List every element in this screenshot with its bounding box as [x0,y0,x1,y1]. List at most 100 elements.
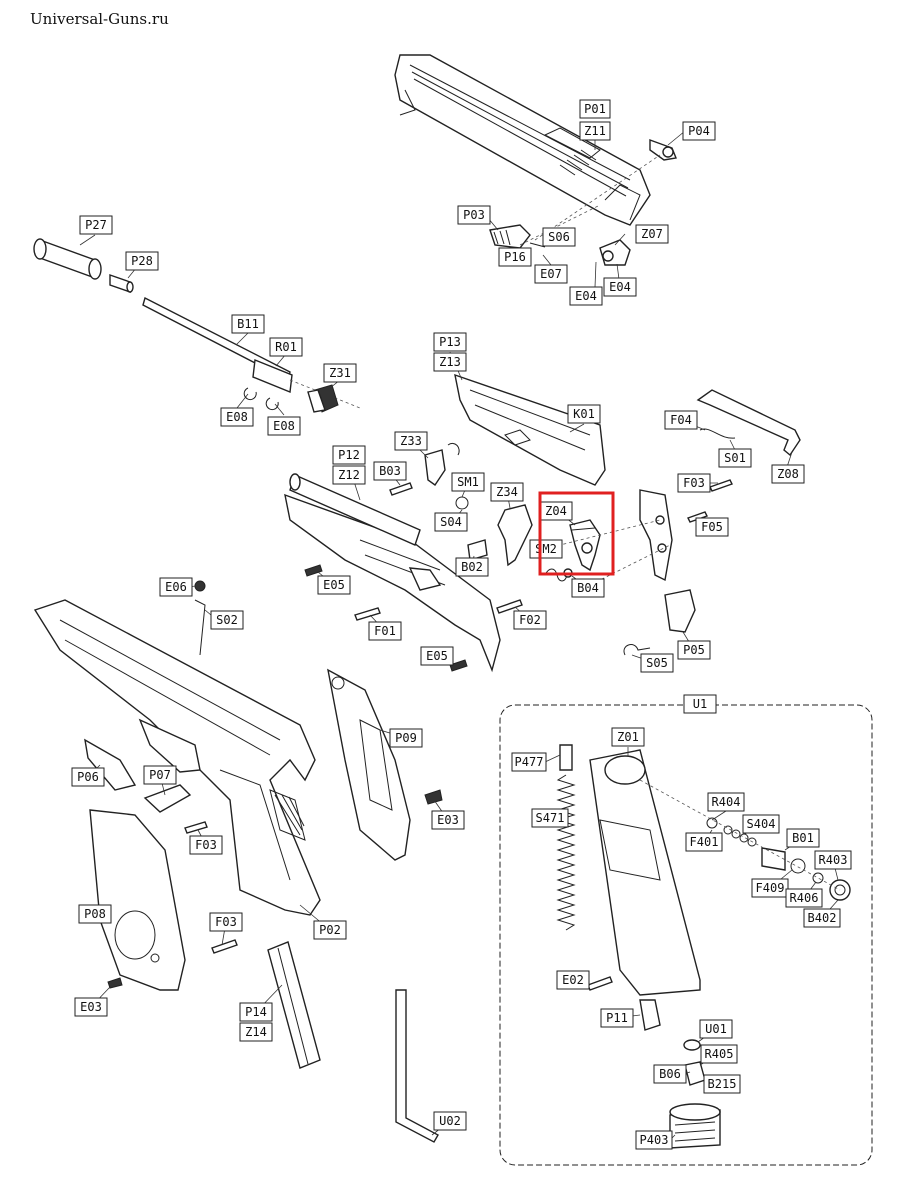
label-p09: P09 [389,728,423,748]
label-sm1: SM1 [451,472,485,492]
z07-part [599,239,631,266]
label-p28: P28 [125,251,159,271]
label-z08: Z08 [771,464,805,484]
label-b11: B11 [231,314,265,334]
svg-text:Z34: Z34 [496,485,518,499]
svg-text:F03: F03 [683,476,705,490]
b06-part [684,1061,706,1086]
barrel-assembly [33,238,361,409]
f03-pin-b [184,821,208,834]
label-b04: B04 [571,578,605,598]
label-z12: Z12 [332,465,366,485]
svg-text:E03: E03 [80,1000,102,1014]
svg-text:R01: R01 [275,340,297,354]
label-p11: P11 [600,1008,634,1028]
svg-text:B02: B02 [461,560,483,574]
svg-text:F409: F409 [756,881,785,895]
label-u02: U02 [433,1111,467,1131]
hex-key [395,989,439,1143]
label-z14: Z14 [239,1022,273,1042]
svg-text:Z04: Z04 [545,504,567,518]
svg-text:P28: P28 [131,254,153,268]
svg-text:B06: B06 [659,1067,681,1081]
f03-pin-a [709,479,733,492]
label-z11: Z11 [579,121,611,141]
label-f03a: F03 [677,473,711,493]
svg-text:Z07: Z07 [641,227,663,241]
e03-screw-b [107,977,123,989]
label-r405: R405 [700,1044,738,1064]
label-p03: P03 [457,205,491,225]
svg-text:E07: E07 [540,267,562,281]
grip-left [89,809,186,991]
label-p04: P04 [682,121,716,141]
label-e03a: E03 [431,810,465,830]
svg-text:E06: E06 [165,580,187,594]
z31-part [307,384,339,413]
e03-screw-a [424,789,443,805]
svg-text:P07: P07 [149,768,171,782]
svg-text:P12: P12 [338,448,360,462]
label-r01: R01 [269,337,303,357]
f04-z08-part [696,389,801,457]
label-b02: B02 [455,557,489,577]
label-p16: P16 [498,247,532,267]
svg-text:SM1: SM1 [457,475,479,489]
label-b03: B03 [373,461,407,481]
svg-text:S01: S01 [724,451,746,465]
p03-part [489,224,531,249]
label-s02: S02 [210,610,244,630]
label-e08b: E08 [267,416,301,436]
svg-text:P03: P03 [463,208,485,222]
grip-right [327,668,411,861]
leader-lines [79,130,841,1141]
label-p08: P08 [78,904,112,924]
svg-text:U02: U02 [439,1114,461,1128]
z04-highlight-box [538,491,615,576]
svg-text:P403: P403 [640,1133,669,1147]
b01-valve [761,847,786,871]
trigger-group [639,489,673,582]
svg-text:S471: S471 [536,811,565,825]
label-z31: Z31 [323,363,357,383]
svg-text:S404: S404 [747,817,776,831]
svg-text:Z31: Z31 [329,366,351,380]
svg-text:P04: P04 [688,124,710,138]
label-b01: B01 [786,828,820,848]
label-p02: P02 [313,920,347,940]
svg-text:B11: B11 [237,317,259,331]
svg-text:E08: E08 [273,419,295,433]
svg-text:Z11: Z11 [584,124,606,138]
label-p01: P01 [579,99,611,119]
svg-text:P16: P16 [504,250,526,264]
svg-text:F04: F04 [670,413,692,427]
f02-pin [496,599,523,614]
part-labels: P01 Z11 P04 P03 S06 P16 E07 Z07 E04 E04 … [71,99,852,1150]
label-e03b: E03 [74,997,108,1017]
label-s06: S06 [542,227,576,247]
svg-text:E04: E04 [575,289,597,303]
label-p403: P403 [635,1130,673,1150]
svg-text:R404: R404 [712,795,741,809]
label-e08a: E08 [220,407,254,427]
s471-spring [556,774,576,931]
svg-text:P27: P27 [85,218,107,232]
svg-text:F05: F05 [701,520,723,534]
slide-part [394,54,651,226]
svg-text:E02: E02 [562,973,584,987]
magazine-body [589,749,701,996]
label-z04: Z04 [539,501,573,521]
label-p27: P27 [79,215,113,235]
svg-text:Z33: Z33 [400,434,422,448]
svg-text:F401: F401 [690,835,719,849]
f01-pin [354,607,381,621]
svg-text:B402: B402 [808,911,837,925]
svg-text:S04: S04 [440,515,462,529]
label-e04b: E04 [603,277,637,297]
site-watermark: Universal-Guns.ru [30,10,169,28]
svg-text:R406: R406 [790,891,819,905]
label-z33: Z33 [394,431,428,451]
svg-text:Z08: Z08 [777,467,799,481]
s05-spring [623,644,651,656]
